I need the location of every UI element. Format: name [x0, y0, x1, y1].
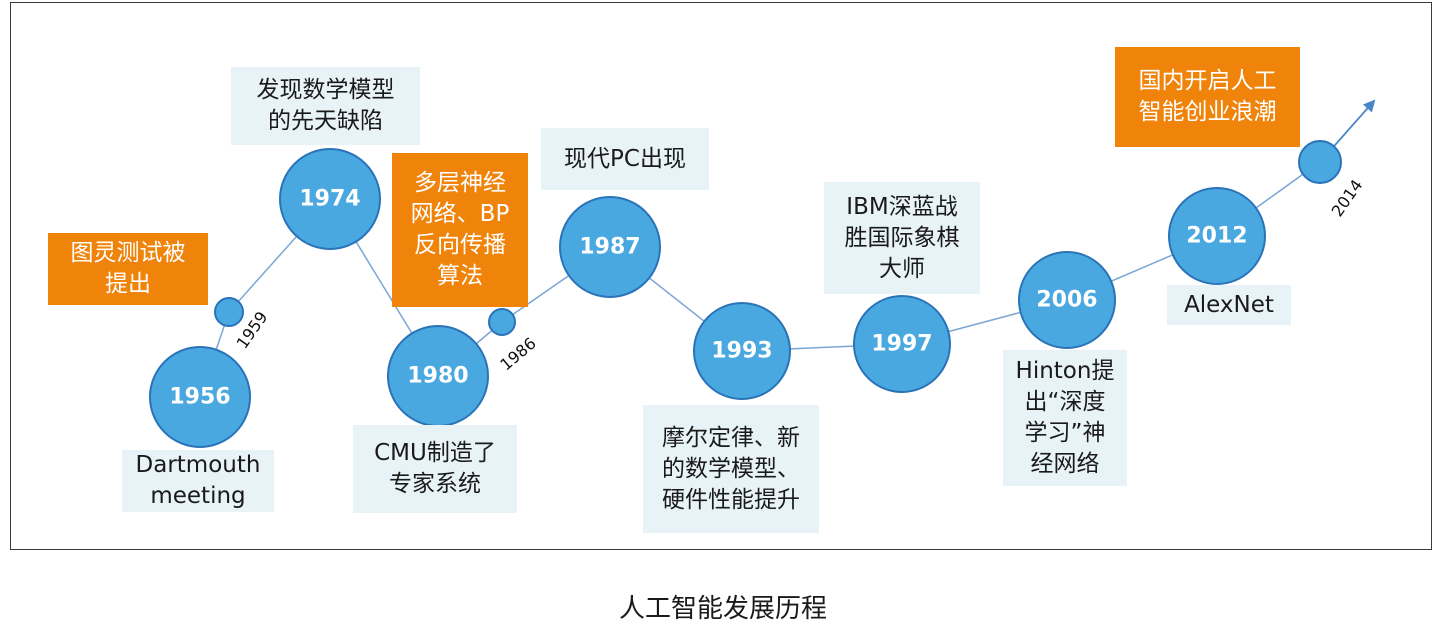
milestone-node-1987 — [559, 196, 661, 298]
milestone-node-2012 — [1168, 187, 1266, 285]
milestone-label-1974: 发现数学模型 的先天缺陷 — [231, 67, 420, 145]
milestone-label-1993: 摩尔定律、新 的数学模型、 硬件性能提升 — [643, 405, 819, 533]
milestone-node-1974 — [279, 148, 381, 250]
milestone-year-1974: 1974 — [299, 187, 360, 212]
diagram-caption: 人工智能发展历程 — [618, 594, 827, 624]
milestone-label-1986: 多层神经 网络、BP 反向传播 算法 — [392, 153, 528, 307]
milestone-label-1959: 图灵测试被 提出 — [48, 233, 208, 305]
milestone-label-1956: Dartmouth meeting — [122, 450, 274, 512]
milestone-label-2014: 国内开启人工 智能创业浪潮 — [1115, 47, 1300, 147]
milestone-node-1959 — [214, 297, 244, 327]
milestone-node-1956 — [149, 346, 251, 448]
milestone-year-2012: 2012 — [1186, 224, 1247, 249]
milestone-year-2014: 2014 — [1328, 176, 1367, 220]
milestone-node-2006 — [1018, 251, 1116, 349]
milestone-node-1993 — [693, 302, 791, 400]
milestone-year-1987: 1987 — [579, 235, 640, 260]
milestone-node-1997 — [853, 295, 951, 393]
milestone-label-2006: Hinton提 出“深度 学习”神 经网络 — [1003, 350, 1127, 486]
milestone-label-1997: IBM深蓝战 胜国际象棋 大师 — [824, 182, 980, 294]
milestone-year-1980: 1980 — [407, 364, 468, 389]
milestone-label-2012: AlexNet — [1167, 285, 1291, 325]
milestone-label-1980: CMU制造了 专家系统 — [353, 425, 517, 513]
milestone-year-2006: 2006 — [1036, 288, 1097, 313]
milestone-year-1993: 1993 — [711, 339, 772, 364]
milestone-node-1986 — [488, 308, 516, 336]
milestone-year-1997: 1997 — [871, 332, 932, 357]
milestone-node-2014 — [1298, 140, 1342, 184]
milestone-label-1987: 现代PC出现 — [541, 128, 709, 190]
milestone-year-1956: 1956 — [169, 385, 230, 410]
milestone-year-1986: 1986 — [496, 334, 539, 375]
